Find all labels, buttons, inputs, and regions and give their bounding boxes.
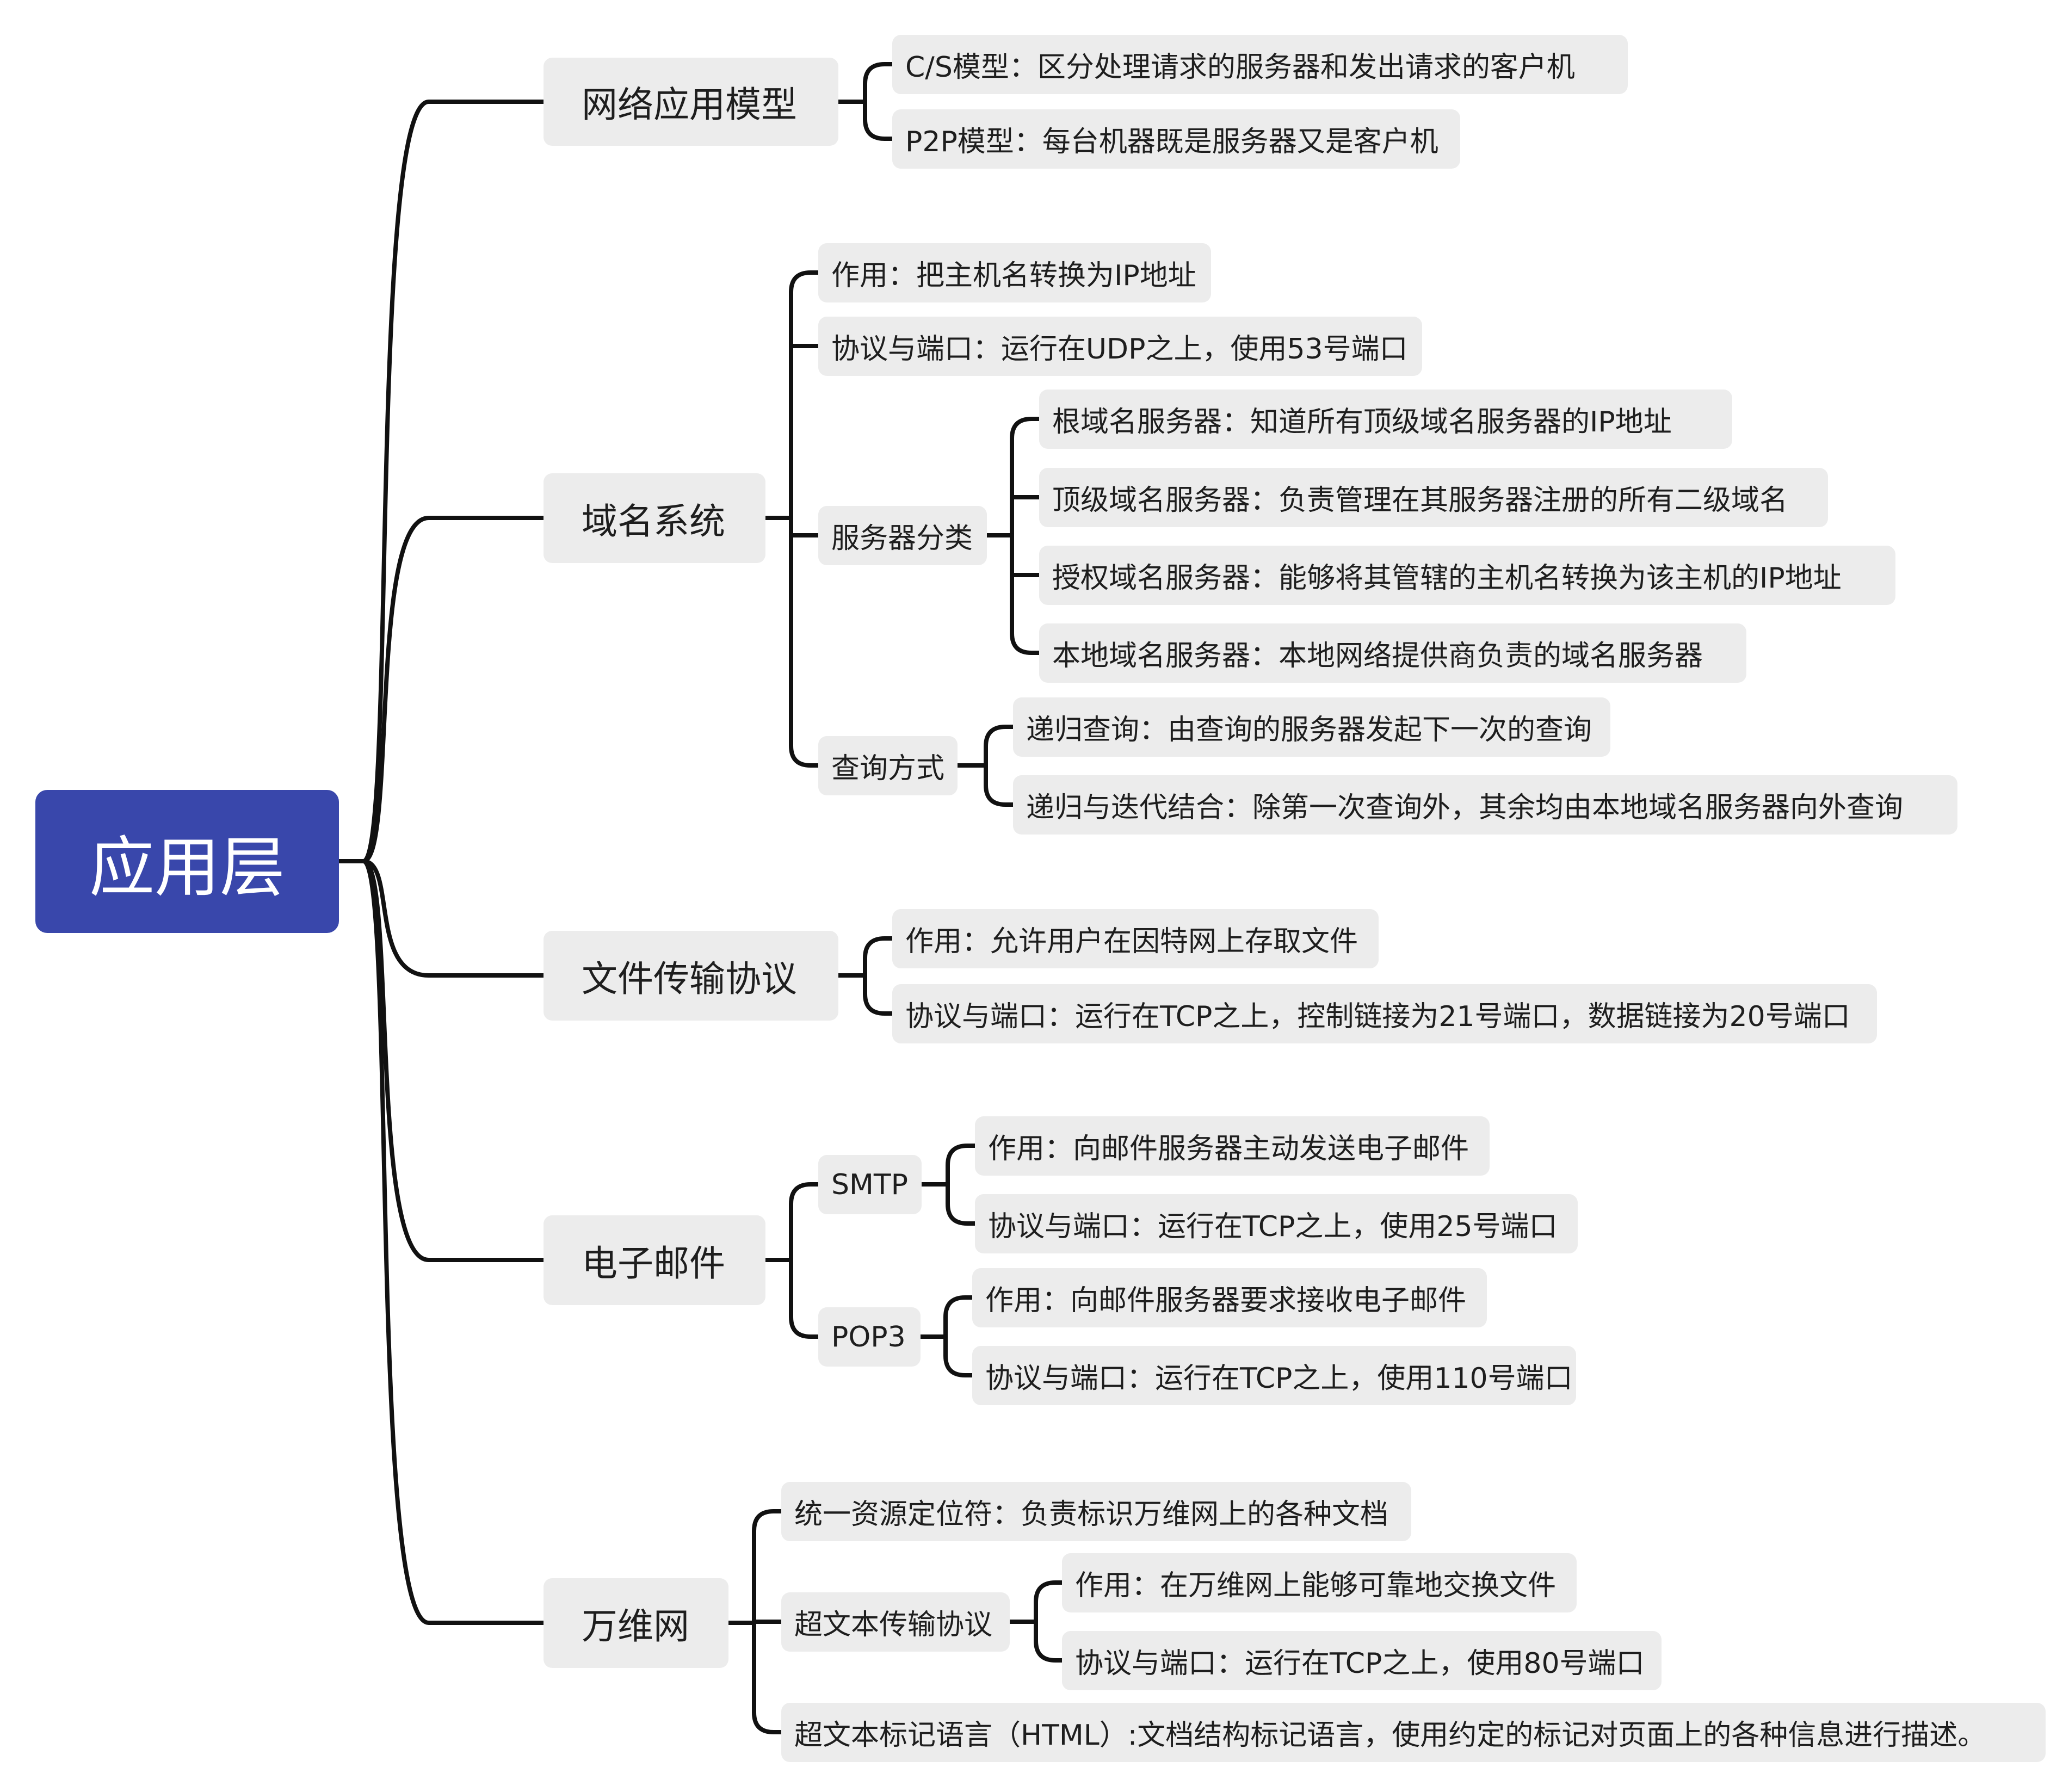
leaf-http-function[interactable]: 作用：在万维网上能够可靠地交换文件 [1062,1553,1577,1612]
branch-dns[interactable]: 域名系统 [544,473,765,563]
bracket-dns-servers-child-0 [1010,417,1041,537]
bracket-smtp-child-0 [946,1144,977,1187]
bracket-email-child-0 [789,1182,820,1262]
root-branch-connector-2 [361,859,546,978]
bracket-smtp-child-1 [946,1182,977,1226]
leaf-http-protocol-port[interactable]: 协议与端口：运行在TCP之上，使用80号端口 [1062,1631,1662,1690]
leaf-recursive-iterative-query[interactable]: 递归与迭代结合：除第一次查询外，其余均由本地域名服务器向外查询 [1013,775,1957,835]
bracket-http-child-0 [1034,1580,1064,1624]
bracket-network-model-child-1 [863,100,894,141]
bracket-pop3-child-1 [943,1334,974,1377]
leaf-root-name-server[interactable]: 根域名服务器：知道所有顶级域名服务器的IP地址 [1039,390,1732,449]
bracket-dns-query-child-0 [984,725,1015,768]
leaf-url[interactable]: 统一资源定位符：负责标识万维网上的各种文档 [781,1482,1411,1541]
node-smtp[interactable]: SMTP [818,1155,922,1214]
leaf-tld-name-server[interactable]: 顶级域名服务器：负责管理在其服务器注册的所有二级域名 [1039,468,1828,527]
bracket-www-child-2 [752,1621,783,1734]
branch-ftp[interactable]: 文件传输协议 [544,931,838,1021]
bracket-dns-query-child-1 [984,763,1015,807]
branch-www[interactable]: 万维网 [544,1578,728,1668]
leaf-recursive-query[interactable]: 递归查询：由查询的服务器发起下一次的查询 [1013,697,1610,757]
root-branch-connector-1 [361,516,546,863]
root-branch-connector-4 [361,859,546,1625]
leaf-authoritative-name-server[interactable]: 授权域名服务器：能够将其管辖的主机名转换为该主机的IP地址 [1039,546,1895,605]
leaf-ftp-function[interactable]: 作用：允许用户在因特网上存取文件 [892,909,1379,968]
leaf-p2p-model[interactable]: P2P模型：每台机器既是服务器又是客户机 [892,109,1460,169]
leaf-smtp-protocol-port[interactable]: 协议与端口：运行在TCP之上，使用25号端口 [975,1194,1578,1253]
leaf-ftp-protocol-port[interactable]: 协议与端口：运行在TCP之上，控制链接为21号端口，数据链接为20号端口 [892,984,1877,1043]
root-node[interactable]: 应用层 [35,790,339,933]
node-http[interactable]: 超文本传输协议 [781,1592,1010,1652]
node-dns-query-methods[interactable]: 查询方式 [818,736,958,795]
bracket-www-child-0 [752,1509,783,1625]
leaf-local-name-server[interactable]: 本地域名服务器：本地网络提供商负责的域名服务器 [1039,623,1746,683]
bracket-http-child-1 [1034,1620,1064,1663]
bracket-dns-child-0 [789,270,820,520]
leaf-pop3-function[interactable]: 作用：向邮件服务器要求接收电子邮件 [972,1268,1487,1327]
root-branch-connector-0 [361,100,546,863]
bracket-dns-servers-child-3 [1010,533,1041,655]
bracket-pop3-child-0 [943,1295,974,1339]
node-dns-server-types[interactable]: 服务器分类 [818,506,987,565]
leaf-dns-protocol-port[interactable]: 协议与端口：运行在UDP之上，使用53号端口 [818,317,1422,376]
branch-network-app-model[interactable]: 网络应用模型 [544,58,838,146]
bracket-dns-child-3 [789,516,820,768]
leaf-smtp-function[interactable]: 作用：向邮件服务器主动发送电子邮件 [975,1116,1490,1176]
bracket-email-child-1 [789,1258,820,1339]
bracket-ftp-child-1 [863,973,894,1016]
leaf-cs-model[interactable]: C/S模型：区分处理请求的服务器和发出请求的客户机 [892,35,1628,94]
root-branch-connector-3 [361,859,546,1262]
bracket-network-model-child-0 [863,62,894,104]
branch-email[interactable]: 电子邮件 [544,1215,765,1305]
leaf-html[interactable]: 超文本标记语言（HTML）:文档结构标记语言，使用约定的标记对页面上的各种信息进… [781,1703,2046,1762]
bracket-ftp-child-0 [863,936,894,978]
leaf-dns-function[interactable]: 作用：把主机名转换为IP地址 [818,243,1211,302]
node-pop3[interactable]: POP3 [818,1307,921,1367]
leaf-pop3-protocol-port[interactable]: 协议与端口：运行在TCP之上，使用110号端口 [972,1346,1576,1405]
